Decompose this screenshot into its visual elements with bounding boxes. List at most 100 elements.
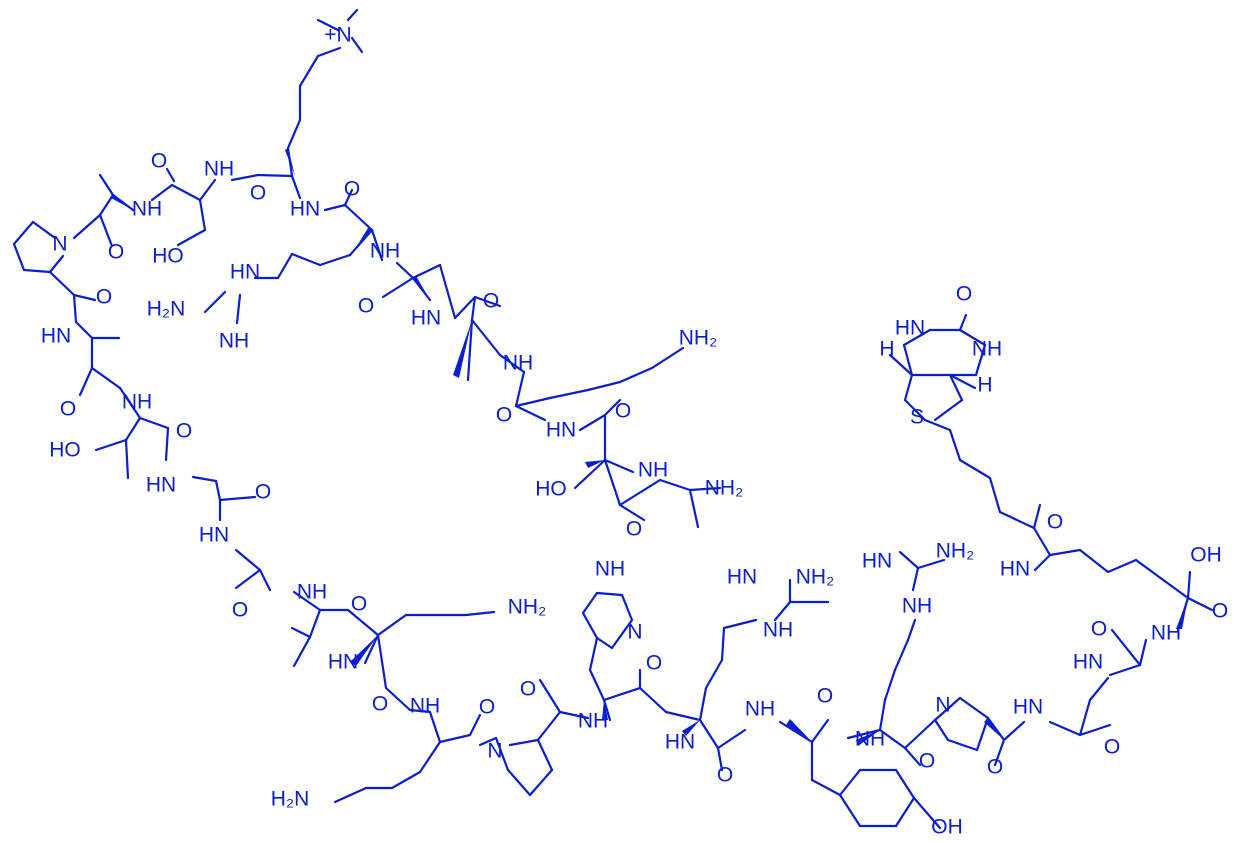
stereo-wedge-11 bbox=[984, 718, 1004, 740]
bond-28 bbox=[22, 268, 52, 274]
bond-63 bbox=[370, 228, 384, 262]
bond-8 bbox=[256, 173, 294, 178]
stereo-wedges bbox=[111, 148, 1188, 746]
atom-label-l-hn-gly-a: HN bbox=[146, 474, 176, 497]
bond-78 bbox=[586, 380, 622, 392]
bond-49 bbox=[258, 568, 272, 592]
bond-103 bbox=[438, 733, 472, 744]
bond-187 bbox=[1032, 526, 1052, 557]
bond-207 bbox=[948, 373, 977, 390]
bond-185 bbox=[1048, 548, 1082, 557]
bond-40 bbox=[138, 416, 170, 430]
atom-label-l-nh-ala-a: NH bbox=[132, 198, 162, 221]
bond-42 bbox=[124, 438, 130, 480]
bond-82 bbox=[578, 413, 607, 432]
atom-label-l-o-pro-co: O bbox=[96, 286, 112, 309]
stereo-wedge-9 bbox=[786, 719, 812, 742]
stereo-wedge-12 bbox=[1176, 598, 1188, 629]
bond-26 bbox=[12, 220, 35, 246]
bond-72 bbox=[466, 318, 474, 382]
bond-110 bbox=[494, 736, 510, 772]
bond-127 bbox=[620, 593, 634, 622]
bond-147 bbox=[894, 768, 916, 800]
bond-24 bbox=[72, 213, 102, 240]
bond-74 bbox=[498, 353, 526, 374]
bond-157 bbox=[893, 638, 910, 672]
bond-183 bbox=[1106, 558, 1138, 574]
bond-190 bbox=[988, 476, 1002, 514]
bond-79 bbox=[618, 366, 654, 384]
bond-128 bbox=[610, 618, 634, 650]
bond-163 bbox=[933, 696, 962, 722]
bond-141 bbox=[778, 720, 814, 744]
bond-104 bbox=[468, 713, 482, 737]
bond-100 bbox=[384, 686, 412, 712]
atom-label-l-o-lys4: O bbox=[496, 404, 512, 427]
atom-label-l-o-thr-b: O bbox=[615, 400, 631, 423]
stereo-wedge-6 bbox=[350, 635, 378, 666]
atom-label-l-n-pro-c: N bbox=[935, 694, 950, 717]
bond-0 bbox=[316, 18, 340, 32]
bond-46 bbox=[218, 495, 257, 502]
bond-101 bbox=[408, 708, 432, 714]
bond-137 bbox=[716, 728, 747, 750]
bond-193 bbox=[923, 418, 952, 432]
bond-32 bbox=[72, 293, 78, 324]
bond-111 bbox=[506, 768, 532, 797]
atom-label-l-o-pro-b: O bbox=[520, 678, 536, 701]
bond-134 bbox=[722, 618, 758, 630]
bond-191 bbox=[958, 458, 992, 480]
atom-label-l-hn-thr-b: HN bbox=[546, 419, 576, 442]
bond-172 bbox=[1078, 723, 1112, 737]
bond-62 bbox=[203, 290, 227, 314]
bond-122 bbox=[638, 686, 668, 714]
atom-label-l-o-arg-b: O bbox=[358, 295, 374, 318]
bond-88 bbox=[618, 503, 646, 522]
bond-159 bbox=[911, 566, 920, 592]
bond-112 bbox=[528, 768, 554, 797]
bond-76 bbox=[514, 396, 552, 408]
atom-label-l-o-ala-a: O bbox=[108, 241, 124, 264]
bond-131 bbox=[698, 686, 708, 722]
atom-label-l-o-arg-d: O bbox=[919, 750, 935, 773]
bond-115 bbox=[536, 710, 562, 742]
bond-55 bbox=[292, 635, 312, 668]
bond-102 bbox=[428, 710, 442, 744]
atom-label-l-o-k9-co: O bbox=[250, 182, 266, 205]
bond-200 bbox=[902, 328, 932, 347]
bond-21 bbox=[111, 193, 135, 212]
bond-59 bbox=[276, 252, 294, 280]
atom-label-l-o-lys-mid: O bbox=[372, 693, 388, 716]
atom-label-l-ho-thr-a: HO bbox=[49, 439, 81, 462]
bond-135 bbox=[698, 718, 720, 750]
atom-label-l-o-gly-c: O bbox=[1104, 736, 1120, 759]
bond-167 bbox=[933, 718, 950, 742]
bond-99 bbox=[376, 633, 388, 690]
bond-51 bbox=[292, 590, 322, 612]
bond-171 bbox=[1048, 720, 1082, 737]
bond-98 bbox=[363, 633, 380, 665]
atom-label-l-o-gly-a: O bbox=[255, 481, 271, 504]
atom-label-l-ho-ser: HO bbox=[152, 245, 184, 268]
bond-195 bbox=[903, 373, 914, 402]
atom-label-l-nh-guan: NH bbox=[219, 330, 249, 353]
bond-118 bbox=[602, 698, 612, 722]
bond-181 bbox=[1164, 580, 1190, 600]
atom-label-l-hn-lys9: HN bbox=[290, 198, 320, 221]
bond-169 bbox=[993, 738, 1006, 767]
bond-61 bbox=[235, 293, 242, 325]
bond-162 bbox=[903, 718, 937, 750]
bond-176 bbox=[1138, 638, 1148, 667]
stereo-wedge-2 bbox=[352, 228, 372, 254]
bond-9 bbox=[230, 173, 260, 182]
bond-16 bbox=[290, 174, 302, 200]
bond-19 bbox=[343, 188, 354, 207]
atom-label-l-hn-guan: HN bbox=[230, 261, 260, 284]
atom-label-l-o-thr-a: O bbox=[176, 420, 192, 443]
bond-148 bbox=[894, 796, 916, 828]
atom-label-l-n-imid: N bbox=[627, 621, 642, 644]
bond-80 bbox=[650, 346, 685, 370]
bond-132 bbox=[704, 658, 724, 690]
